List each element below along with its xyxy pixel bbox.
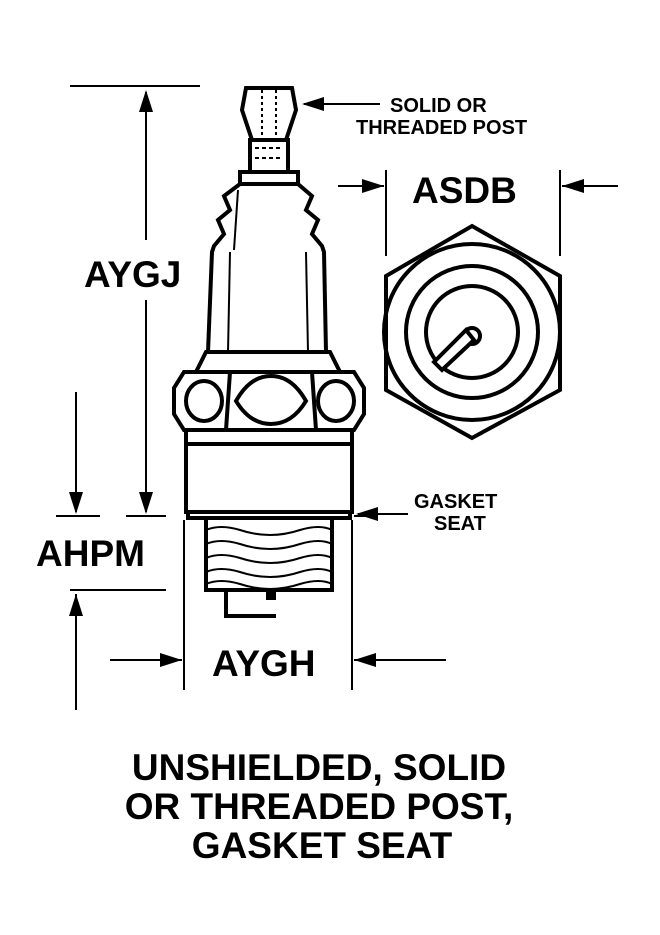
- center-electrode: [266, 590, 276, 600]
- caption-line3: GASKET SEAT: [192, 825, 453, 866]
- end-view-middle-ring: [404, 264, 540, 400]
- caption-line2: OR THREADED POST,: [125, 786, 514, 827]
- hex-shoulder: [192, 350, 344, 374]
- dimension-label-aygj: AYGJ: [84, 254, 181, 295]
- end-view-inner-ring: [424, 284, 520, 380]
- hex-facet-left: [184, 379, 224, 423]
- callout-post-line2: THREADED POST: [356, 117, 527, 139]
- hex-facet-center: [233, 373, 309, 427]
- callout-post-line1: SOLID OR: [390, 95, 487, 117]
- caption-line1: UNSHIELDED, SOLID: [132, 747, 506, 788]
- thread-lines: [205, 526, 333, 590]
- spark-plug-side-view: [172, 86, 366, 618]
- end-view-outer-ring: [382, 242, 562, 422]
- callout-seat-line1: GASKET: [414, 491, 497, 513]
- dimension-label-ahpm: AHPM: [36, 533, 145, 574]
- hex-facet-right: [316, 379, 356, 423]
- threaded-section: [204, 516, 334, 592]
- terminal-post: [239, 86, 299, 142]
- ground-electrode: [224, 590, 276, 618]
- gasket-shell: [184, 442, 354, 514]
- spark-plug-end-view: [382, 223, 562, 441]
- dimension-label-aygh: AYGH: [212, 643, 316, 684]
- shell-band: [184, 428, 354, 446]
- callout-seat-line2: SEAT: [434, 513, 486, 535]
- terminal-nut: [248, 138, 290, 174]
- dimension-label-asdb: ASDB: [412, 170, 517, 211]
- dimension-lines: [56, 85, 618, 710]
- end-view-ground-electrode: [431, 327, 477, 373]
